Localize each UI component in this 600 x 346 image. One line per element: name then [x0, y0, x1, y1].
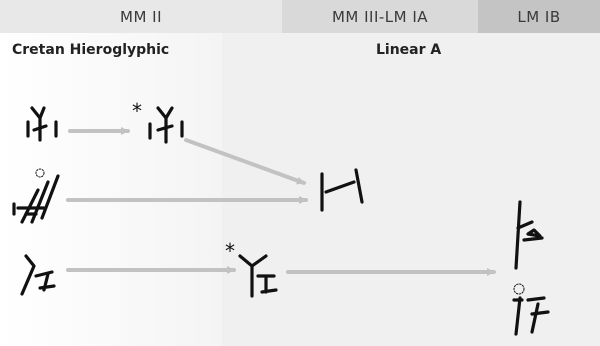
- script-label-hieroglyphic: Cretan Hieroglyphic: [12, 42, 170, 58]
- script-label-linear-a: Linear A: [376, 42, 442, 58]
- lm-ib-sign-lower: [512, 283, 550, 336]
- lm-ib-sign-upper: [514, 200, 544, 270]
- period-header-mm-iii-lm-ia: MM III-LM IA: [282, 0, 478, 33]
- hieroglyphic-panel: [0, 0, 222, 346]
- linear-a-panel: [222, 0, 600, 346]
- reconstructed-sign-row1: [148, 106, 184, 144]
- period-header-mm-ii: MM II: [0, 0, 282, 33]
- reconstructed-marker-row1: *: [132, 99, 142, 123]
- period-header-lm-ib: LM IB: [478, 0, 600, 33]
- hieroglyph-sign-row3: [20, 254, 56, 296]
- arrow-reconstructed-to-linear-a: [184, 138, 306, 185]
- reconstructed-sign-row3: [238, 254, 278, 298]
- reconstructed-marker-row3: *: [225, 239, 235, 263]
- hieroglyph-sign-row2: [12, 168, 60, 224]
- linear-a-sign-ab: [320, 168, 364, 212]
- hieroglyph-sign-row1: [26, 106, 58, 142]
